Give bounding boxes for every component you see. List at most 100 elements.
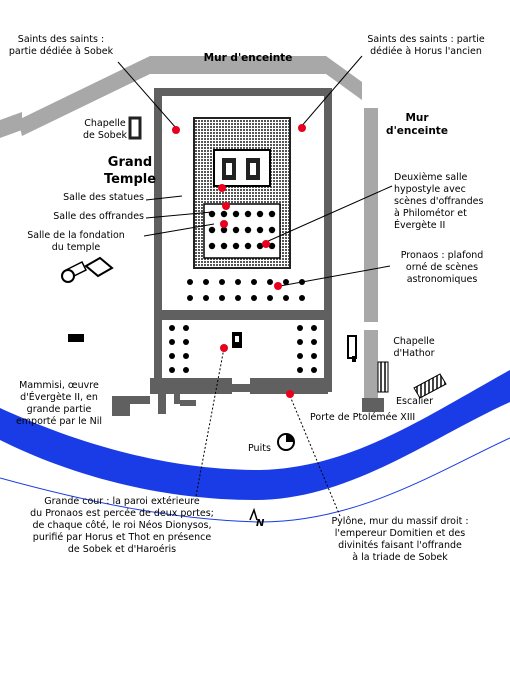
label-pronaos: Pronaos : plafond orné de scènes astrono…: [400, 250, 484, 285]
column: [256, 210, 264, 218]
column: [311, 353, 317, 359]
label-pylon: Pylône, mur du massif droit : l'empereur…: [331, 516, 469, 563]
column: [267, 279, 273, 285]
column: [283, 295, 289, 301]
label-second-hypostyle: Deuxième salle hypostyle avec scènes d'o…: [394, 172, 484, 231]
label-statues-room: Salle des statues: [63, 192, 144, 203]
mammisi-remains: [112, 396, 150, 416]
pylon-left: [150, 378, 232, 394]
chapel-hathor: [347, 335, 357, 359]
label-well: Puits: [248, 443, 271, 454]
column: [232, 226, 240, 234]
pronaos-columns: [187, 279, 305, 301]
well-symbol: [277, 433, 295, 451]
great-court-wall: [154, 312, 332, 392]
leader-line: [145, 211, 213, 219]
enclosure-wall-left-end: [0, 112, 22, 138]
leader-line: [299, 55, 363, 129]
column: [220, 210, 228, 218]
column: [311, 367, 317, 373]
leader-line: [265, 185, 393, 243]
label-ptolemy-gate: Porte de Ptolémée XIII: [310, 412, 416, 423]
north-arrow: N: [249, 507, 265, 529]
dashed-leader-line: [289, 395, 341, 517]
column: [219, 279, 225, 285]
label-staircase: Escalier: [396, 396, 434, 407]
column: [183, 339, 189, 345]
leader-line: [279, 265, 391, 287]
column: [311, 325, 317, 331]
column: [187, 279, 193, 285]
column: [169, 353, 175, 359]
column: [232, 210, 240, 218]
label-foundation-room: Salle de la fondation du temple: [27, 230, 125, 253]
red-marker: [218, 184, 226, 192]
column: [183, 325, 189, 331]
column: [251, 295, 257, 301]
label-offerings-room: Salle des offrandes: [53, 211, 144, 222]
label-sobek-chapel: Chapelle de Sobek: [82, 118, 128, 141]
label-enclosure-wall-right: Mur d'enceinte: [386, 112, 448, 137]
column: [244, 210, 252, 218]
column: [219, 295, 225, 301]
red-marker: [286, 390, 294, 398]
ruin-block: [68, 334, 84, 342]
red-marker: [222, 202, 230, 210]
column: [283, 279, 289, 285]
column: [220, 226, 228, 234]
staircase: [413, 373, 447, 399]
label-hathor-chapel: Chapelle d'Hathor: [393, 336, 435, 359]
column: [268, 242, 276, 250]
column: [297, 367, 303, 373]
leader-line: [143, 223, 215, 237]
column: [232, 242, 240, 250]
label-enclosure-wall-top: Mur d'enceinte: [203, 52, 293, 64]
red-marker: [220, 220, 228, 228]
court-columns: [169, 325, 317, 373]
column: [208, 242, 216, 250]
label-horus-sanctuary: Saints des saints : partie dédiée à Horu…: [367, 34, 485, 57]
column: [169, 325, 175, 331]
column: [256, 242, 264, 250]
dashed-leader-line: [195, 347, 225, 497]
column: [251, 279, 257, 285]
column: [235, 279, 241, 285]
column: [183, 367, 189, 373]
enclosure-wall-right-diagonal: [326, 56, 362, 100]
column: [297, 353, 303, 359]
column: [297, 325, 303, 331]
column: [311, 339, 317, 345]
column: [256, 226, 264, 234]
enclosure-wall-top-block: [150, 56, 326, 74]
leader-line: [117, 61, 177, 129]
label-great-court: Grande cour : la paroi extérieure du Pro…: [30, 496, 214, 555]
chapel-sobek: [128, 116, 142, 140]
red-marker: [298, 124, 306, 132]
hathor-gate: [377, 361, 389, 393]
dashed-leader-lines: [195, 347, 341, 517]
column: [244, 226, 252, 234]
round-structure: [61, 256, 114, 283]
pylon-right: [250, 378, 328, 394]
column: [268, 210, 276, 218]
north-arrow-letter: N: [256, 518, 265, 529]
leader-lines: [117, 55, 393, 287]
column: [208, 226, 216, 234]
inner-hall: [203, 203, 281, 259]
ptolemy-gate: [362, 398, 384, 412]
column: [169, 367, 175, 373]
column: [220, 242, 228, 250]
red-marker: [274, 282, 282, 290]
label-mammisi: Mammisi, œuvre d'Évergète II, en grande …: [15, 380, 103, 427]
column: [267, 295, 273, 301]
column: [299, 295, 305, 301]
enclosure-wall-right: [364, 108, 378, 322]
enclosure-wall-left-diagonal: [18, 56, 150, 136]
red-marker: [172, 126, 180, 134]
label-sobek-sanctuary: Saints des saints : partie dédiée à Sobe…: [8, 34, 114, 57]
leader-line: [145, 195, 183, 201]
enclosure-wall-right-lower: [364, 330, 378, 398]
column: [183, 353, 189, 359]
